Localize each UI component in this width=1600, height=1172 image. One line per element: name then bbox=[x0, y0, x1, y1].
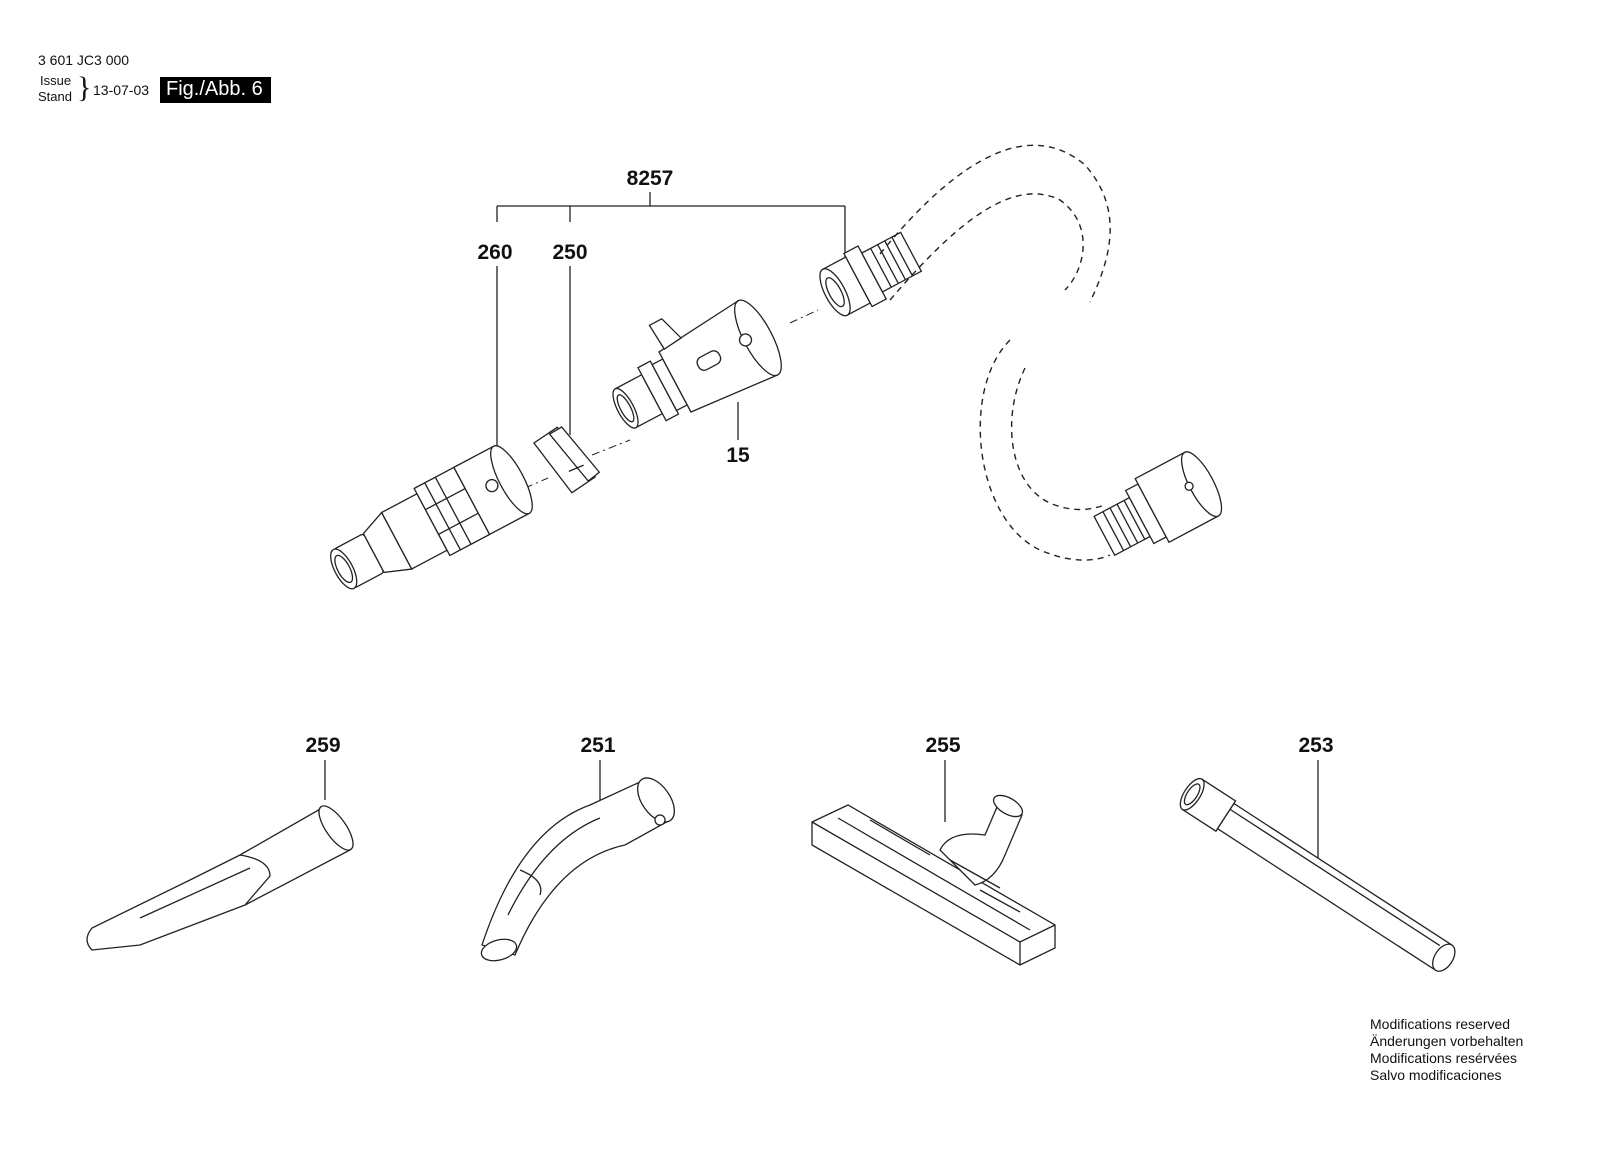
extension-tube-part bbox=[1179, 777, 1456, 972]
bent-tube-part bbox=[480, 777, 676, 962]
callout-8257: 8257 bbox=[627, 167, 674, 190]
brace-glyph: } bbox=[77, 71, 92, 104]
callout-255: 255 bbox=[925, 734, 960, 757]
callout-259: 259 bbox=[305, 734, 340, 757]
note-en: Modifications reserved bbox=[1370, 1016, 1511, 1032]
hose-cuff-bottom bbox=[1093, 451, 1223, 557]
issue-label: Issue bbox=[40, 73, 72, 88]
assembly-axis bbox=[591, 439, 631, 456]
assembly-axis bbox=[524, 477, 549, 489]
callout-253: 253 bbox=[1298, 734, 1333, 757]
crevice-nozzle-part bbox=[86, 805, 354, 951]
hose-outline bbox=[879, 144, 1111, 561]
note-de: Änderungen vorbehalten bbox=[1370, 1033, 1524, 1049]
callout-250: 250 bbox=[552, 241, 587, 264]
callout-251: 251 bbox=[580, 734, 615, 757]
note-es: Salvo modificaciones bbox=[1370, 1067, 1502, 1083]
handle-part bbox=[612, 299, 782, 429]
issue-date: 13-07-03 bbox=[93, 82, 150, 98]
callout-15: 15 bbox=[726, 444, 750, 467]
ring-part bbox=[533, 426, 601, 494]
assembly-axis bbox=[789, 309, 819, 324]
figure-tag: Fig./Abb. 6 bbox=[160, 77, 271, 103]
stand-label: Stand bbox=[38, 89, 72, 104]
floor-nozzle-part bbox=[811, 794, 1056, 966]
assembly-bracket bbox=[496, 192, 846, 258]
modifications-notes: Modifications reserved Änderungen vorbeh… bbox=[1370, 1016, 1523, 1084]
part-number: 3 601 JC3 000 bbox=[38, 52, 130, 68]
note-fr: Modifications resérvées bbox=[1370, 1050, 1518, 1066]
hose-cuff-top bbox=[819, 231, 923, 317]
nozzle-adapter-part bbox=[330, 445, 533, 590]
callout-260: 260 bbox=[477, 241, 512, 264]
